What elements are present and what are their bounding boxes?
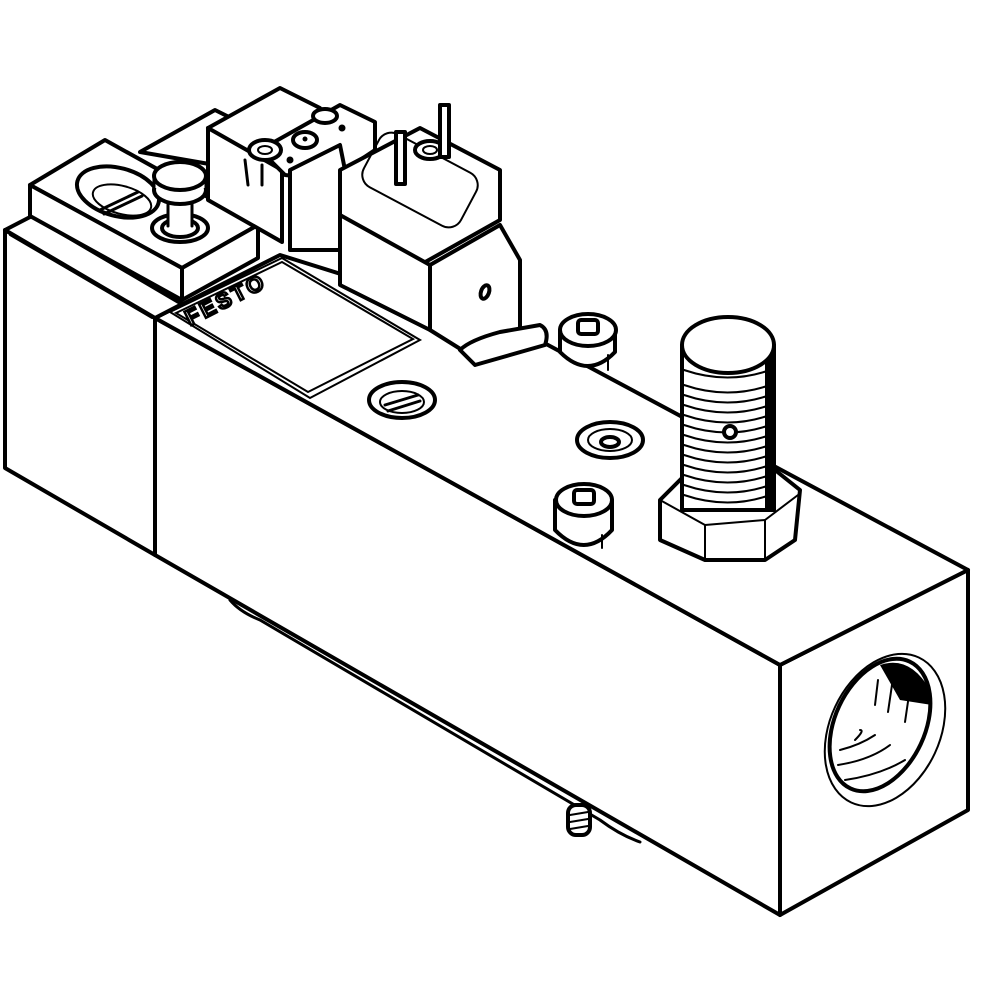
proximity-sensor bbox=[658, 315, 802, 562]
override-block-side bbox=[180, 223, 260, 302]
manual-override-button bbox=[150, 160, 210, 244]
pilot-screw bbox=[247, 138, 283, 162]
port-outer-ring bbox=[823, 652, 947, 808]
coil-hole bbox=[478, 283, 492, 301]
connector-pin bbox=[394, 130, 407, 186]
sensor-threads bbox=[683, 369, 771, 504]
label-plate bbox=[167, 256, 423, 400]
bottom-screw bbox=[566, 803, 592, 837]
flush-plug bbox=[575, 420, 645, 460]
end-cap bbox=[3, 214, 184, 557]
sensor-cap bbox=[680, 315, 776, 375]
end-cap-top bbox=[3, 214, 184, 320]
hex-socket bbox=[576, 318, 600, 336]
solenoid-coil bbox=[288, 103, 549, 367]
threaded-port bbox=[823, 652, 947, 808]
socket-screw-bottom bbox=[553, 482, 614, 549]
socket-screw-top bbox=[558, 312, 618, 371]
pilot-valve bbox=[138, 86, 377, 244]
slotted-screw bbox=[367, 380, 437, 420]
hex-socket bbox=[572, 488, 596, 506]
manual-override-block bbox=[28, 138, 260, 302]
connector-pin bbox=[438, 103, 451, 159]
sensor-led bbox=[722, 424, 738, 440]
override-recess bbox=[74, 164, 162, 220]
